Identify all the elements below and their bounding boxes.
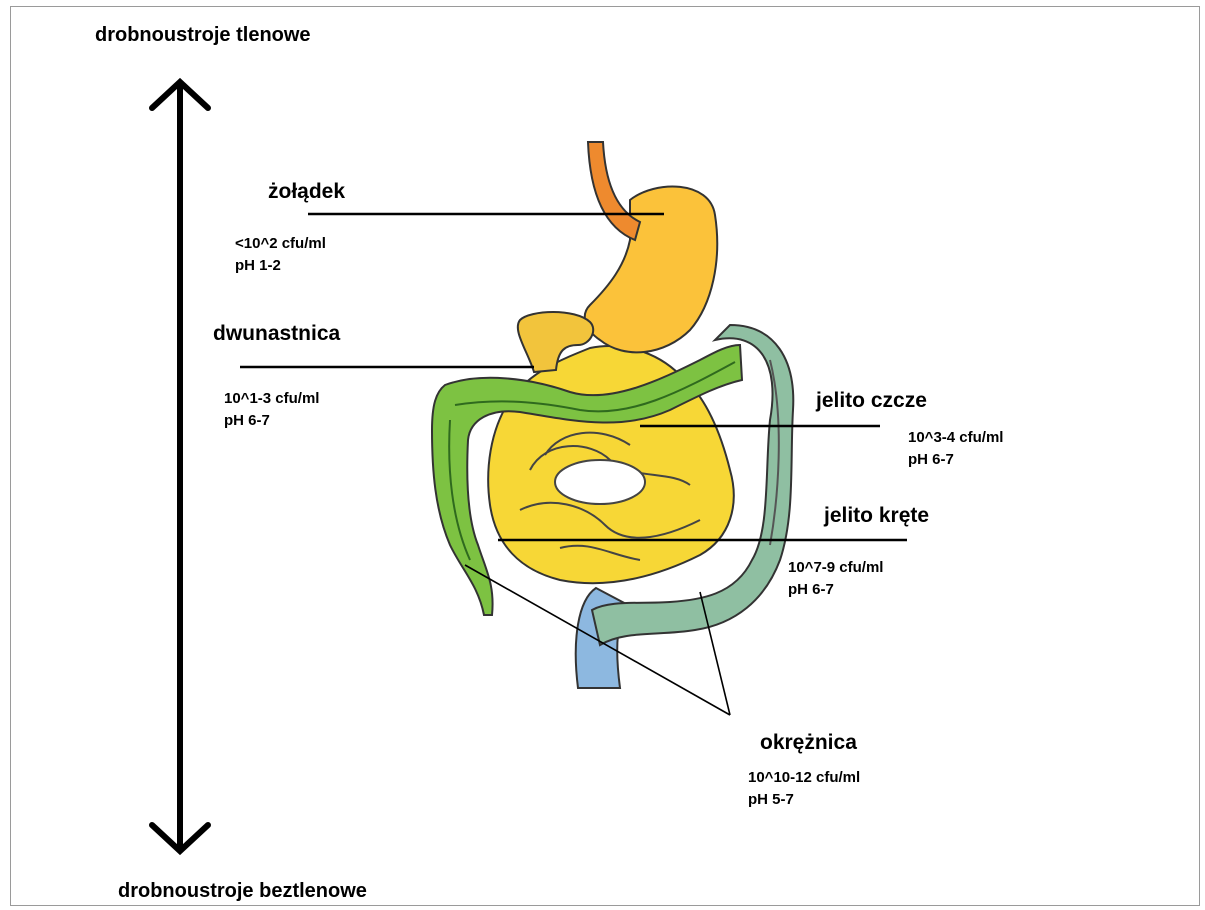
- esophagus-shape: [588, 142, 640, 240]
- ileum-label: jelito kręte: [824, 504, 929, 528]
- colon-ph: pH 5-7: [748, 789, 860, 811]
- duodenum-count: 10^1-3 cfu/ml: [224, 388, 319, 410]
- jejunum-values: 10^3-4 cfu/ml pH 6-7: [908, 427, 1003, 471]
- duodenum-label: dwunastnica: [213, 322, 340, 346]
- anaerobic-microbes-label: drobnoustroje beztlenowe: [118, 880, 367, 903]
- jejunum-label: jelito czcze: [816, 389, 927, 413]
- jejunum-ph: pH 6-7: [908, 449, 1003, 471]
- duodenum-ph: pH 6-7: [224, 410, 319, 432]
- stomach-label: żołądek: [268, 180, 345, 204]
- aerobic-microbes-label: drobnoustroje tlenowe: [95, 24, 311, 47]
- stomach-count: <10^2 cfu/ml: [235, 233, 326, 255]
- ileum-values: 10^7-9 cfu/ml pH 6-7: [788, 557, 883, 601]
- stomach-values: <10^2 cfu/ml pH 1-2: [235, 233, 326, 277]
- duodenum-values: 10^1-3 cfu/ml pH 6-7: [224, 388, 319, 432]
- stomach-ph: pH 1-2: [235, 255, 326, 277]
- colon-label: okrężnica: [760, 731, 857, 755]
- colon-count: 10^10-12 cfu/ml: [748, 767, 860, 789]
- colon-values: 10^10-12 cfu/ml pH 5-7: [748, 767, 860, 811]
- oxygen-gradient-arrow: [152, 82, 208, 851]
- jejunum-count: 10^3-4 cfu/ml: [908, 427, 1003, 449]
- ileum-count: 10^7-9 cfu/ml: [788, 557, 883, 579]
- ileum-ph: pH 6-7: [788, 579, 883, 601]
